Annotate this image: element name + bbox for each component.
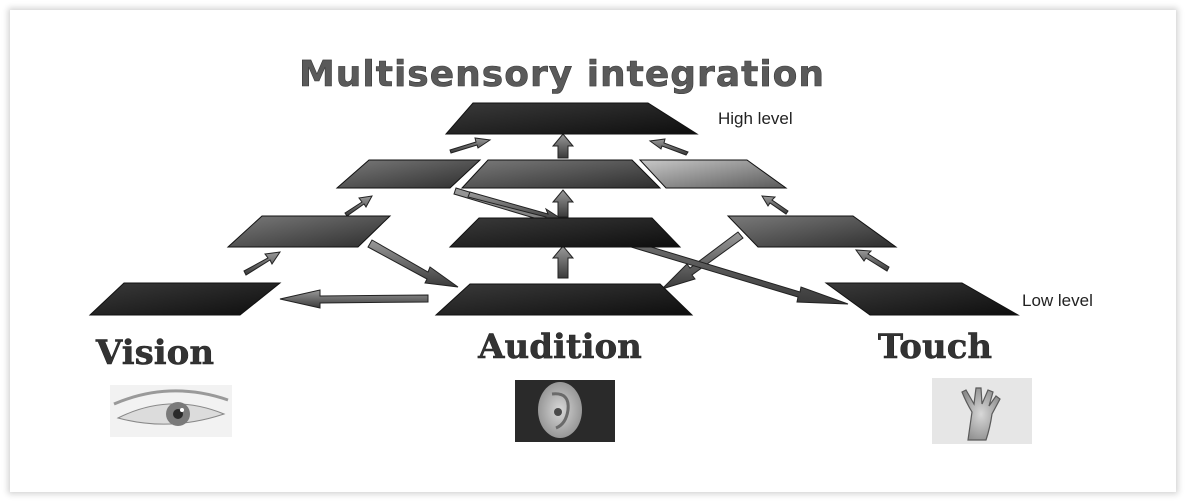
arrow-vision-2-3	[344, 195, 373, 217]
audition-label: Audition	[477, 327, 642, 367]
high-level-label: High level	[718, 109, 793, 128]
arrow-vision-to-audition	[367, 239, 459, 288]
arrow-audition-1-2	[551, 245, 575, 279]
arrow-upper-to-center	[467, 191, 562, 222]
processing-planes	[88, 102, 1020, 316]
connection-arrows	[243, 133, 890, 309]
plane-touch-upper	[638, 159, 788, 189]
arrow-audition-3-top	[551, 133, 575, 159]
arrow-touch-3-top	[648, 138, 689, 156]
arrow-touch-1-2	[854, 249, 890, 272]
arrow-vision-1-2	[243, 251, 282, 276]
eye-icon	[110, 385, 232, 437]
plane-audition-upper	[460, 159, 662, 189]
plane-touch-middle	[726, 215, 898, 248]
arrow-touch-2-3	[761, 195, 789, 215]
plane-audition-base	[434, 283, 694, 316]
plane-touch-base	[824, 282, 1020, 316]
arrow-audition-to-vision	[279, 289, 429, 309]
arrow-vision-3-top	[449, 137, 492, 154]
vision-label: Vision	[95, 333, 214, 373]
plane-vision-base	[88, 282, 282, 316]
plane-multisensory-top	[444, 102, 699, 135]
ear-icon	[515, 380, 615, 442]
arrow-audition-2-3	[551, 189, 575, 218]
touch-label: Touch	[878, 327, 992, 367]
hand-icon	[932, 378, 1032, 444]
diagram-title: Multisensory integration	[299, 54, 825, 95]
plane-vision-middle	[226, 215, 392, 248]
plane-vision-upper	[335, 159, 482, 189]
arrow-touch-to-audition	[661, 231, 744, 290]
low-level-label: Low level	[1022, 291, 1093, 310]
plane-audition-middle	[448, 217, 682, 248]
